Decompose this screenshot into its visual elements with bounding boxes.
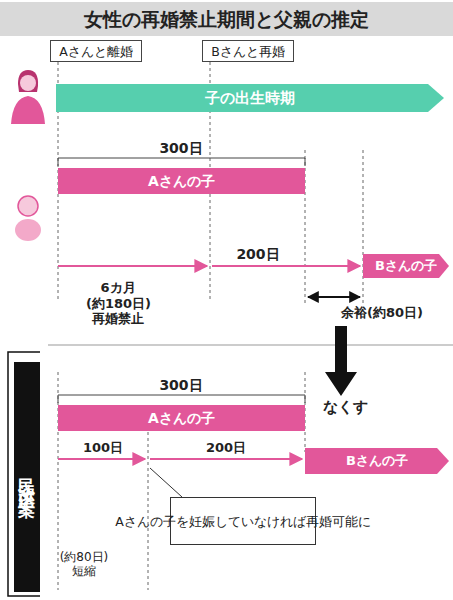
section-separator [48, 345, 453, 346]
period-arrow [58, 458, 145, 460]
node-text: Aさんの子 [148, 410, 215, 427]
node-text: 子の出生時期 [205, 89, 295, 107]
node-text: Bさんの子 [346, 453, 408, 469]
annotation-label: 100日 [68, 440, 138, 456]
arrow-fill [363, 254, 449, 278]
node-text: Aさんの子 [148, 173, 215, 190]
guide-line [148, 432, 149, 590]
change-arrow [325, 326, 357, 396]
event-tag: Bさんと再婚 [202, 40, 294, 62]
period-arrow [58, 265, 207, 267]
guide-line [363, 150, 364, 305]
annotation-label: 300日 [146, 140, 216, 157]
period-band: Bさんの子 [305, 448, 449, 474]
arrow-fill [305, 448, 449, 474]
annotation-label: 300日 [146, 377, 216, 394]
section-bracket [8, 352, 40, 596]
period-arrow [150, 458, 302, 460]
node-text: Bさんと再婚 [211, 44, 285, 59]
annotation-label: 余裕(約80日) [312, 305, 452, 321]
node-text: Bさんの子 [375, 258, 437, 274]
span-bracket [58, 395, 305, 403]
event-tag: Aさんと離婚 [50, 40, 142, 62]
period-bar: Aさんの子 [58, 168, 305, 194]
head [20, 75, 36, 91]
section-band: 民法改正案 [14, 362, 40, 592]
head [18, 196, 38, 216]
period-bar: Aさんの子 [58, 405, 305, 431]
body [15, 219, 41, 241]
annotation-label: (約80日) 短縮 [56, 550, 112, 579]
guide-lines [58, 62, 363, 590]
diagram-title: 女性の再婚禁止期間と父親の推定 [0, 2, 453, 36]
annotation-label: 200日 [223, 246, 293, 263]
period-band: Bさんの子 [363, 254, 449, 278]
woman-icon [11, 70, 45, 124]
baby-icon [15, 196, 41, 241]
note-box: Aさんの子を妊娠していなければ再婚可能に [170, 497, 316, 545]
arrow-fill [56, 84, 444, 112]
node-text: 民法改正案 [17, 465, 37, 490]
annotation-label: 200日 [191, 440, 261, 456]
node-text: Aさんと離婚 [59, 44, 133, 59]
hair [18, 70, 38, 92]
annotation-label: なくす [310, 398, 380, 416]
timeline-band: 子の出生時期 [56, 84, 444, 112]
annotation-label: 6カ月 (約180日) 再婚禁止 [86, 280, 150, 327]
period-arrow [212, 265, 360, 267]
margin-arrow [308, 296, 360, 298]
body [11, 96, 45, 124]
span-bracket [58, 158, 305, 166]
callout-leader [150, 468, 182, 497]
node-text: Aさんの子を妊娠していなければ再婚可能に [115, 514, 371, 529]
